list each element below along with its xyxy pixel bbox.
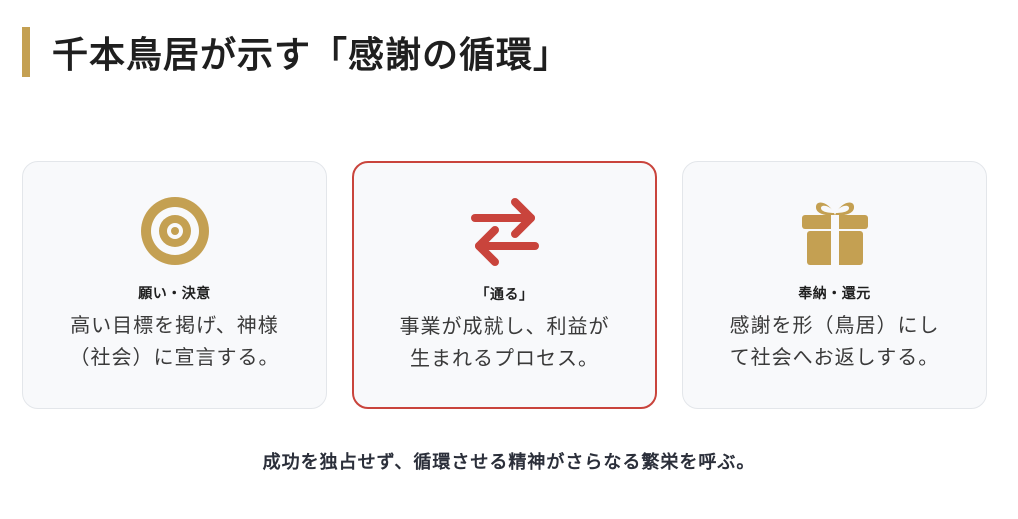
card-wish: 願い・決意 高い目標を掲げ、神様 （社会）に宣言する。 <box>22 161 327 409</box>
page-title: 千本鳥居が示す「感謝の循環」 <box>52 34 571 76</box>
card-title: 「通る」 <box>475 287 534 303</box>
card-title: 奉納・還元 <box>798 286 871 302</box>
card-body: 高い目標を掲げ、神様 （社会）に宣言する。 <box>70 309 280 373</box>
card-body-line: （社会）に宣言する。 <box>69 345 280 369</box>
card-body: 感謝を形（鳥居）にし て社会へお返しする。 <box>730 309 940 373</box>
card-pass: 「通る」 事業が成就し、利益が 生まれるプロセス。 <box>352 161 657 409</box>
card-body: 事業が成就し、利益が 生まれるプロセス。 <box>400 310 610 374</box>
gift-icon <box>799 195 871 267</box>
page-header: 千本鳥居が示す「感謝の循環」 <box>22 26 570 78</box>
card-title: 願い・決意 <box>138 286 211 302</box>
bullseye-icon <box>139 195 211 267</box>
card-body-line: 感謝を形（鳥居）にし <box>729 313 940 337</box>
card-body-line: て社会へお返しする。 <box>729 345 940 369</box>
title-accent-bar <box>22 27 30 77</box>
cards-row: 願い・決意 高い目標を掲げ、神様 （社会）に宣言する。 「通る」 事業が成就し、… <box>22 161 988 409</box>
card-body-line: 高い目標を掲げ、神様 <box>70 313 279 337</box>
card-body-line: 生まれるプロセス。 <box>410 346 599 370</box>
card-offering: 奉納・還元 感謝を形（鳥居）にし て社会へお返しする。 <box>682 161 987 409</box>
card-body-line: 事業が成就し、利益が <box>399 314 610 338</box>
footer-message: 成功を独占せず、循環させる精神がさらなる繁栄を呼ぶ。 <box>262 452 756 473</box>
exchange-arrows-icon <box>469 196 541 268</box>
